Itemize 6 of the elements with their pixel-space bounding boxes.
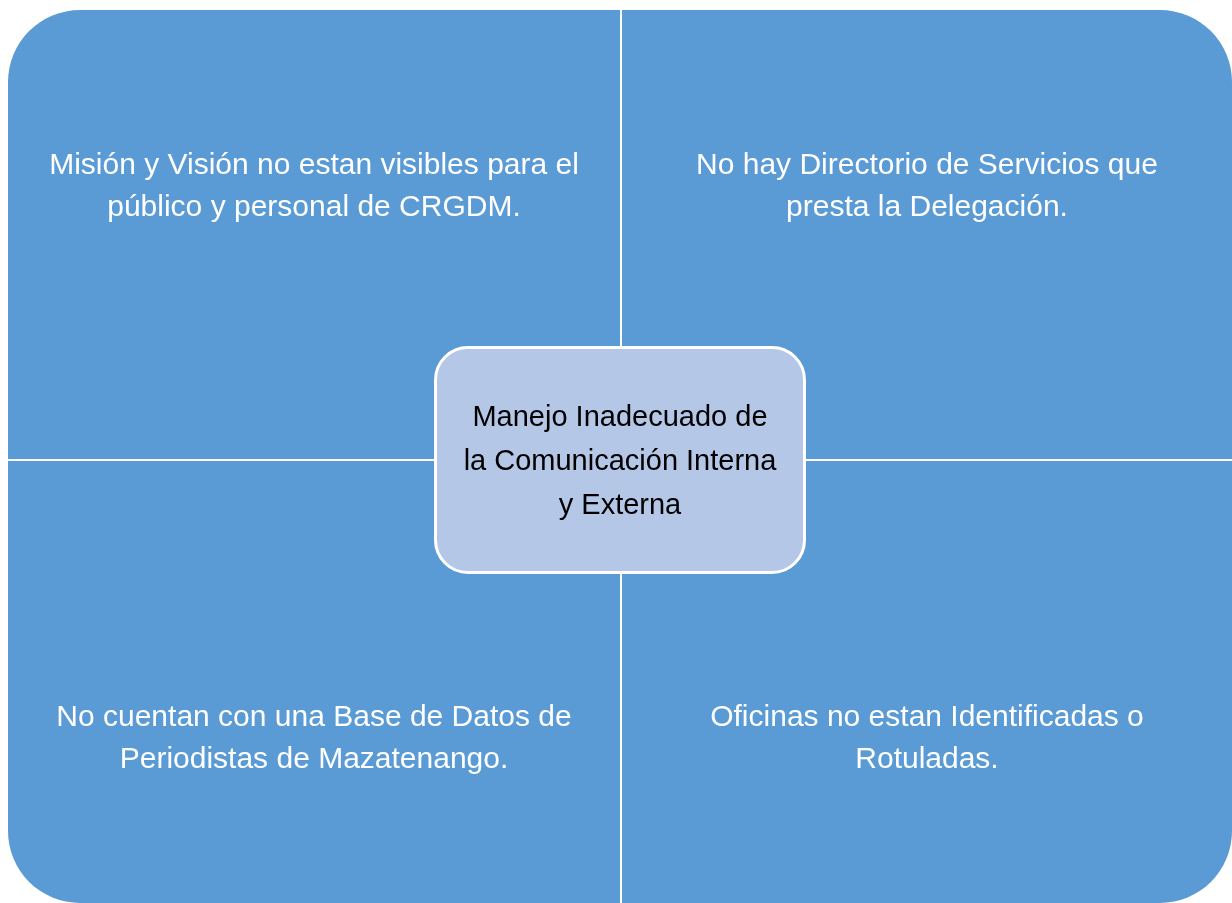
- quadrant-text: No cuentan con una Base de Datos de Periodistas de Mazatenango.: [55, 698, 573, 776]
- quadrant-text: No hay Directorio de Servicios que presta la Delegación.: [695, 145, 1159, 224]
- center-text: Manejo Inadecuado de la Comunicación Interna y Externa: [462, 399, 778, 522]
- quadrant-text: Misión y Visión no estan visibles para el público y personal de CRGDM.: [48, 145, 580, 224]
- quadrant-text: Oficinas no estan Identificadas o Rotuladas.: [709, 698, 1145, 776]
- center-box: [434, 346, 806, 574]
